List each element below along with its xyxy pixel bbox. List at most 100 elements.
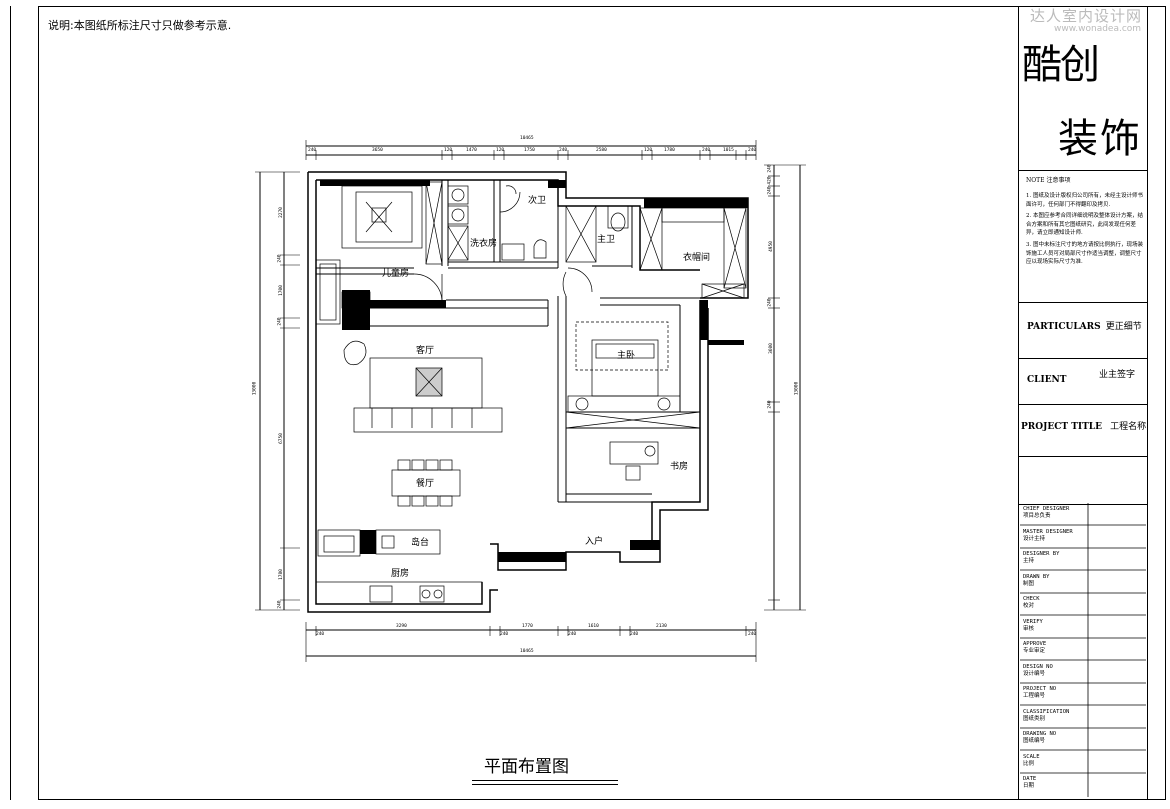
company-logo-line1: 酷创 — [1022, 42, 1100, 88]
dim-segment-label: 4950 — [768, 241, 774, 252]
notes-title: NOTE 注意事项 — [1026, 177, 1071, 184]
dim-segment-label: 420 — [767, 176, 773, 185]
dim-segment-label: 120 — [644, 148, 653, 153]
watermark-url: www.wonadea.com — [1054, 24, 1142, 34]
dim-segment-label: 240 — [500, 632, 509, 637]
title-underline — [472, 784, 618, 785]
title-block — [1018, 6, 1148, 800]
client-cn: 业主签字 — [1099, 370, 1136, 380]
room-label-dining: 餐厅 — [416, 479, 435, 489]
dim-segment-label: 3600 — [768, 343, 774, 354]
dim-segment-label: 240 — [748, 632, 757, 637]
dim-segment-label: 2130 — [656, 624, 667, 629]
drawing-sheet-border — [38, 6, 1166, 800]
project-title-cn: 工程名称 — [1110, 422, 1147, 432]
dim-segment-label: 2580 — [596, 148, 607, 153]
dim-segment-label: 240 — [308, 148, 317, 153]
dim-segment-label: 240 — [630, 632, 639, 637]
dim-segment-label: 1770 — [522, 624, 533, 629]
dim-segment-label: 240 — [316, 632, 325, 637]
client-label: CLIENT — [1027, 375, 1067, 385]
room-label-laundry: 洗衣房 — [470, 239, 498, 249]
dim-segment-label: 120 — [496, 148, 505, 153]
note-item: 2. 本图应参考合同详细说明及整体设计方案，结合方案和所有其它图纸研究，此间发现… — [1026, 213, 1143, 237]
grid-row-en-label: DATE — [1023, 776, 1037, 782]
grid-row-cn-label: 设计编号 — [1023, 670, 1046, 677]
dim-segment-label: 1780 — [664, 148, 675, 153]
company-logo-line2: 装饰 — [1058, 116, 1142, 162]
dim-segment-label: 1700 — [278, 285, 284, 296]
dim-segment-label: 240 — [568, 632, 577, 637]
room-label-kids-room: 儿童房 — [382, 269, 410, 279]
watermark: 达人室内设计网 — [1030, 7, 1143, 25]
note-item: 3. 图中未标注尺寸的地方请按比例执行，现场装饰施工人员可对局部尺寸作适当调整，… — [1026, 241, 1143, 266]
dim-segment-label: 2270 — [278, 207, 284, 218]
grid-row-en-label: SCALE — [1023, 753, 1040, 760]
drawing-note: 说明:本图纸所标注尺寸只做参考示意. — [48, 19, 232, 32]
room-label-master-bath: 主卫 — [597, 235, 616, 245]
dim-segment-label: 240 — [277, 254, 283, 263]
notes-list: 1. 图纸及设计版权归公司所有，未经主设计师书面许可，任何部门不得翻印及拷贝. … — [1026, 192, 1144, 270]
grid-row-en-label: DESIGN NO — [1023, 663, 1053, 670]
dim-segment-label: 240 — [559, 148, 568, 153]
dim-segment-label: 240 — [767, 298, 773, 307]
dim-segment-label: 240 — [277, 600, 283, 609]
dim-top-total: 10465 — [520, 136, 534, 141]
grid-row-en-label: DRAWING NO — [1023, 731, 1057, 737]
room-label-study: 书房 — [670, 462, 689, 472]
particulars-label: PARTICULARS — [1027, 322, 1101, 332]
grid-row-en-label: DRAWN BY — [1023, 573, 1050, 580]
grid-row-cn-label: 设计主持 — [1023, 535, 1046, 542]
dim-segment-label: 6750 — [278, 433, 284, 444]
grid-row-en-label: CHECK — [1023, 596, 1040, 602]
grid-row-en-label: VERIFY — [1023, 618, 1043, 625]
dim-segment-label: 3650 — [372, 148, 383, 153]
grid-row-cn-label: 图纸类别 — [1023, 715, 1046, 722]
dim-segment-label: 1610 — [588, 624, 599, 629]
dim-segment-label: 240 — [748, 148, 757, 153]
grid-row-cn-label: 主持 — [1023, 558, 1035, 564]
binding-margin — [10, 6, 38, 800]
grid-row-cn-label: 图纸编号 — [1023, 738, 1046, 744]
grid-row-cn-label: 校对 — [1023, 603, 1035, 609]
client-field: CLIENT — [1027, 367, 1067, 386]
grid-row-en-label: CHIEF DESIGNER — [1023, 506, 1070, 512]
grid-row-cn-label: 工程编号 — [1023, 693, 1046, 699]
room-label-living-room: 客厅 — [416, 346, 435, 356]
grid-row-en-label: MASTER DESIGNER — [1023, 528, 1073, 535]
grid-row-cn-label: 专业审定 — [1023, 648, 1046, 654]
dim-segment-label: 240 — [767, 400, 773, 409]
dim-segment-label: 1015 — [723, 148, 734, 153]
grid-row-cn-label: 项目总负责 — [1023, 513, 1051, 519]
grid-row-en-label: PROJECT NO — [1023, 686, 1057, 692]
dim-segment-label: 240 — [277, 317, 283, 326]
title-underline — [472, 780, 618, 781]
dim-segment-label: 1750 — [524, 148, 535, 153]
dim-segment-label: 1470 — [466, 148, 477, 153]
grid-row-cn-label: 制图 — [1023, 580, 1035, 587]
plan-title: 平面布置图 — [484, 757, 569, 777]
dim-segment-label: 240 — [702, 148, 711, 153]
grid-row-cn-label: 审核 — [1023, 625, 1035, 632]
signature-grid-lines — [1020, 503, 1146, 797]
note-item: 1. 图纸及设计版权归公司所有，未经主设计师书面许可，任何部门不得翻印及拷贝. — [1026, 193, 1143, 208]
dim-segment-label: 120 — [444, 148, 453, 153]
particulars-cn: 更正细节 — [1105, 322, 1142, 332]
room-label-cloakroom: 衣帽间 — [683, 253, 711, 263]
room-label-entrance: 入户 — [585, 537, 604, 547]
room-label-kitchen: 厨房 — [391, 569, 410, 579]
particulars-field: PARTICULARS 更正细节 — [1027, 314, 1142, 333]
grid-row-en-label: APPROVE — [1023, 641, 1047, 647]
floor-plan — [255, 140, 806, 662]
